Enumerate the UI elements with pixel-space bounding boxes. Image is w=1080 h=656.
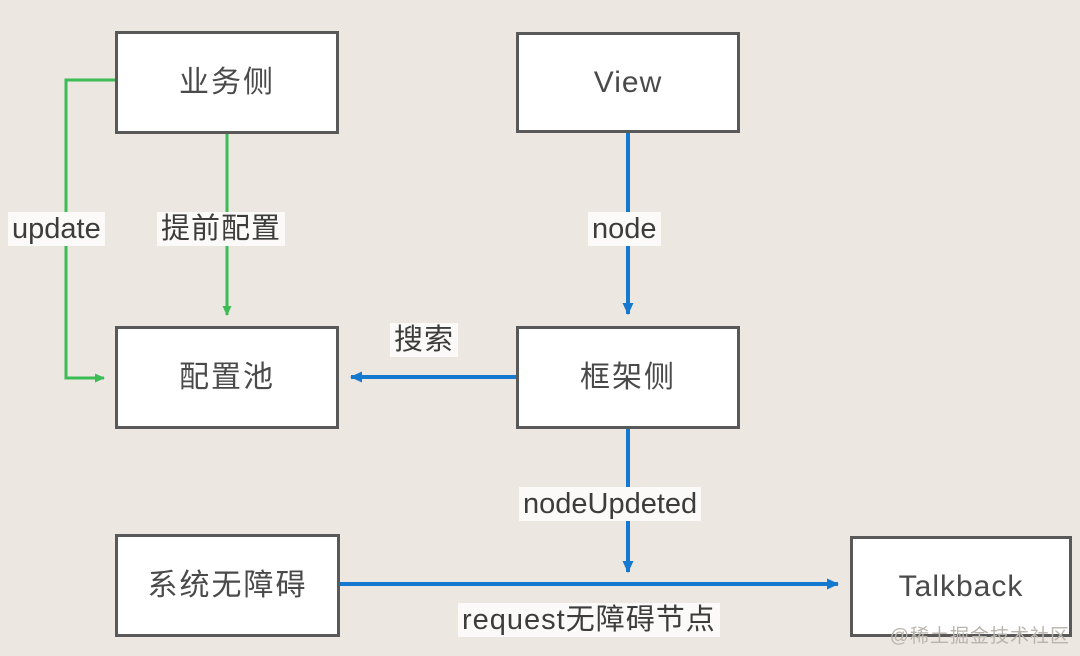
node-framework-label: 框架侧 <box>580 360 676 394</box>
edge-label-search: 搜索 <box>390 323 459 358</box>
node-config-pool[interactable]: 配置池 <box>115 326 339 429</box>
node-view[interactable]: View <box>516 32 740 133</box>
node-view-label: View <box>593 65 663 99</box>
edge-label-node: node <box>588 212 661 247</box>
node-talkback[interactable]: Talkback <box>850 536 1072 637</box>
watermark: @稀土掘金技术社区 <box>889 626 1070 647</box>
node-talkback-label: Talkback <box>898 569 1024 603</box>
edge-label-request: request无障碍节点 <box>458 603 720 638</box>
node-config-pool-label: 配置池 <box>179 360 275 394</box>
node-business-label: 业务侧 <box>179 65 275 99</box>
edge-label-update: update <box>8 212 105 247</box>
node-framework[interactable]: 框架侧 <box>516 326 740 429</box>
node-system-accessibility-label: 系统无障碍 <box>147 568 308 602</box>
edge-label-preconfig: 提前配置 <box>157 212 286 247</box>
node-business[interactable]: 业务侧 <box>115 31 339 134</box>
edge-label-nodeupdeted: nodeUpdeted <box>519 487 702 522</box>
node-system-accessibility[interactable]: 系统无障碍 <box>115 534 340 637</box>
